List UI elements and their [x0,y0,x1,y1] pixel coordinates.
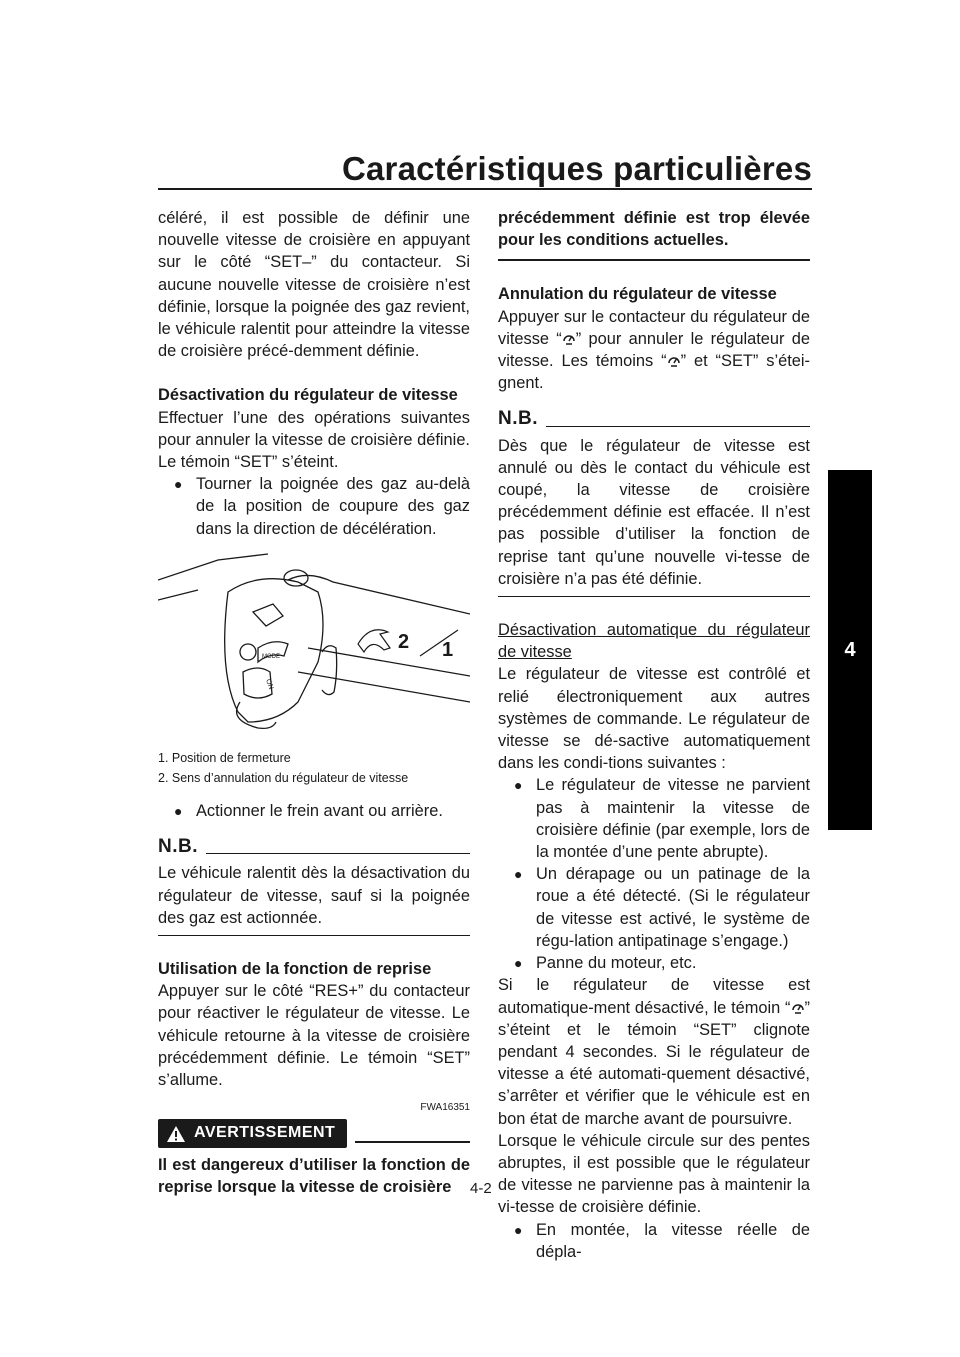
heading-cancel: Annulation du régulateur de vitesse [498,285,777,304]
cruise-control-icon [791,1003,804,1014]
right-column: précédemment définie est trop élevée pou… [498,207,810,1263]
nb-header: N.B. [158,836,470,858]
figure-label-2: 2 [398,631,409,653]
warning-text-continued: précédemment définie est trop élevée pou… [498,209,810,250]
figure-label-1: 1 [442,639,453,661]
paragraph-auto: Le régulateur de vitesse est contrôlé et… [498,665,810,773]
bullet-item: En montée, la vitesse réelle de dépla- [508,1219,810,1263]
heading-auto-deactivation: Désactivation automatique du régulateur … [498,621,810,662]
warning-badge: AVERTISSEMENT [158,1119,348,1148]
cruise-control-icon [667,357,680,367]
nb-text: Le véhicule ralentit dès la désactivatio… [158,864,470,927]
bullet-dot-icon [508,774,536,863]
bullet-item: Panne du moteur, etc. [508,952,810,974]
bullet-item: Le régulateur de vitesse ne parvient pas… [508,774,810,863]
nb-end-rule [158,935,470,937]
warning-end-rule [498,259,810,262]
paragraph-deactivation: Effectuer l’une des opérations suivantes… [158,408,470,472]
bullet-dot-icon [508,952,536,974]
bullet-item: Actionner le frein avant ou arrière. [168,800,470,822]
bullet-item: Tourner la poignée des gaz au-delà de la… [168,473,470,540]
paragraph-slope: Lorsque le véhicule circule sur des pent… [498,1131,810,1217]
paragraph-resume: Appuyer sur le côté “RES+” du contacteur… [158,982,470,1090]
warning-code: FWA16351 [420,1102,470,1114]
heading-deactivation: Désactivation du régulateur de vitesse [158,386,458,405]
nb-end-rule [498,596,810,598]
nb-header: N.B. [498,408,810,430]
handlebar-switch-figure: 2 1 MODE ON [157,553,471,729]
bullet-dot-icon [508,863,536,952]
paragraph-cancel: Appuyer sur le contacteur du régulateur … [498,307,810,393]
cruise-control-icon [563,335,575,345]
paragraph-auto-2: Si le régulateur de vitesse est automati… [498,976,810,1128]
figure-on-text: ON [264,678,274,690]
figure-caption: 1. Position de fermeture 2. Sens d’annul… [158,751,409,786]
figure-mode-text: MODE [262,654,280,660]
left-column: céléré, il est possible de définir une n… [157,207,471,1198]
heading-resume: Utilisation de la fonction de reprise [158,960,432,979]
bullet-dot-icon [168,800,196,822]
paragraph-intro: céléré, il est possible de définir une n… [158,209,470,361]
warning-triangle-icon [167,1125,185,1142]
bullet-dot-icon [168,473,196,540]
header-rule [158,188,812,190]
bullet-item: Un dérapage ou un patinage de la roue a … [508,863,810,952]
bullet-dot-icon [508,1219,536,1263]
nb-text: Dès que le régulateur de vitesse est ann… [498,436,810,588]
warning-header: AVERTISSEMENT [158,1119,470,1148]
page-title: Caractéristiques particulières [341,150,812,187]
chapter-tab[interactable]: 4 [828,470,872,830]
warning-text: Il est dangereux d’utiliser la fonction … [158,1155,470,1196]
page-number: 4-2 [470,1180,492,1197]
